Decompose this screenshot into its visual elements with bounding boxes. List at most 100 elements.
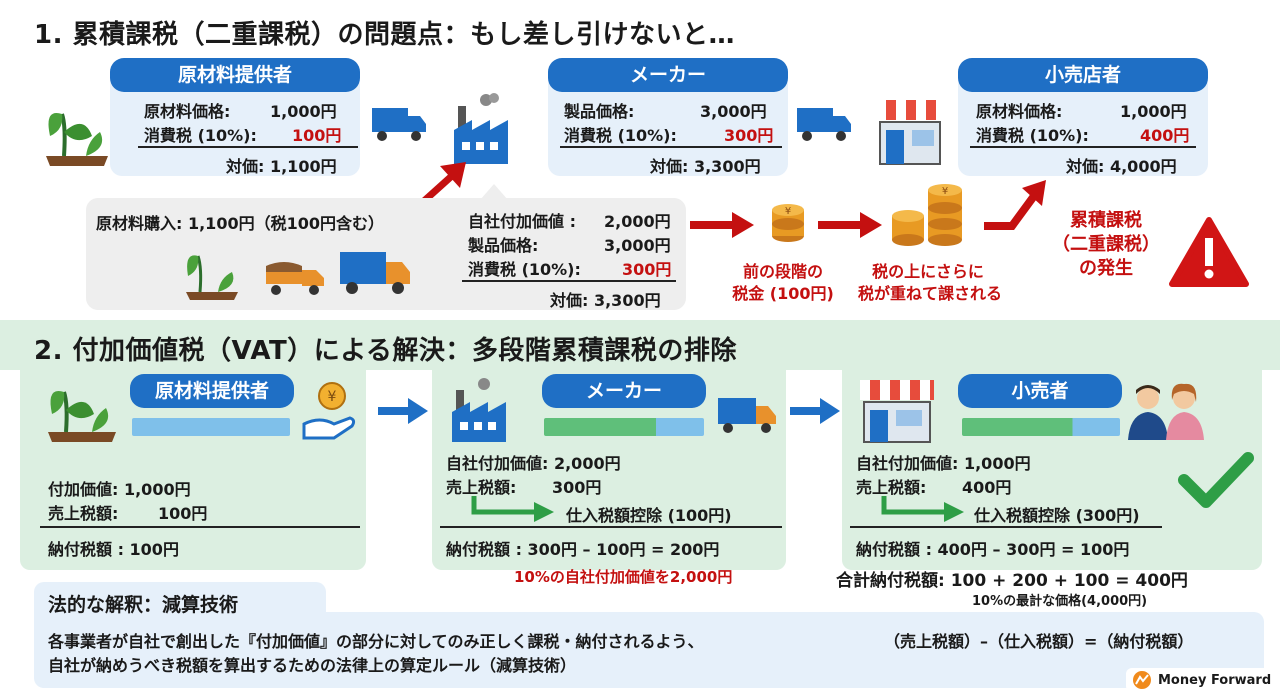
factory-icon	[454, 93, 508, 164]
legal-line1: 各事業者が自社で創出した『付加価値』の部分に対してのみ正しく課税・納付されるよう…	[48, 632, 704, 651]
red-arrow-right-1	[690, 212, 754, 238]
purchase-tax: 300円	[622, 260, 672, 279]
svg-text:¥: ¥	[328, 389, 337, 405]
vat-maker-pill: メーカー	[542, 374, 706, 408]
warning-icon	[1169, 217, 1249, 287]
factory-icon-2	[452, 378, 506, 442]
supplier-price-label: 原材料価格:	[144, 102, 231, 121]
coin-caption-1b: 税金 (100円)	[732, 284, 834, 303]
green-arrow-1	[471, 496, 554, 522]
brand-logo: Money Forward	[1126, 668, 1278, 692]
vat-total-note: 10%の最計な価格(4,000円)	[972, 594, 1148, 609]
section2-band	[0, 320, 1280, 370]
shop-icon	[876, 100, 944, 165]
coin-caption-2a: 税の上にさらに	[872, 262, 984, 281]
maker-price-label: 製品価格:	[564, 102, 635, 121]
purchase-added-label: 自社付加価値 :	[468, 212, 576, 231]
vat-supplier-tax: 100円	[158, 504, 208, 523]
vat-total-payment: 合計納付税額: 100 + 200 + 100 = 400円	[836, 571, 1188, 591]
vat-retailer-deduction: 仕入税額控除 (300円)	[974, 506, 1140, 525]
plant-icon	[46, 112, 108, 166]
vat-supplier-rule	[40, 526, 360, 528]
blue-arrow-2	[790, 398, 840, 424]
maker-rule	[560, 146, 782, 148]
purchase-tax-label: 消費税 (10%):	[468, 260, 581, 279]
maker-total: 対価: 3,300円	[650, 157, 761, 176]
truck-icon-3	[340, 252, 410, 294]
checkmark-icon	[1178, 452, 1254, 508]
vat-retailer-pill: 小売者	[958, 374, 1122, 408]
result-line-1: 累積課税	[1070, 210, 1142, 231]
retailer-rule	[970, 146, 1196, 148]
vat-retailer-tax: 400円	[962, 478, 1012, 497]
legal-tab	[34, 582, 326, 624]
vat-maker-tax-label: 売上税額:	[446, 478, 517, 497]
truck-icon-4	[718, 398, 776, 433]
truck-icon	[372, 108, 426, 141]
purchase-rule	[462, 280, 676, 282]
vat-retailer-tax-label: 売上税額:	[856, 478, 927, 497]
svg-text:¥: ¥	[785, 206, 791, 217]
coin-stack-icon: ¥	[772, 204, 804, 242]
vat-supplier-added-value: 付加価値: 1,000円	[48, 480, 191, 499]
vat-maker-tax: 300円	[552, 478, 602, 497]
retailer-pill: 小売店者	[958, 58, 1208, 92]
vat-supplier-pill: 原材料提供者	[130, 374, 294, 408]
svg-text:¥: ¥	[942, 186, 948, 197]
green-arrow-2	[881, 496, 964, 522]
vat-retailer-rule	[850, 526, 1162, 528]
money-forward-logo-icon	[1133, 671, 1151, 689]
vat-maker-bar	[544, 418, 704, 436]
maker-pill: メーカー	[548, 58, 788, 92]
purchase-pointer	[480, 184, 508, 200]
supplier-pill: 原材料提供者	[110, 58, 360, 92]
maker-tax: 300円	[724, 126, 774, 145]
supplier-total: 対価: 1,100円	[226, 157, 337, 176]
vat-maker-added-value: 自社付加価値: 2,000円	[446, 454, 621, 473]
vat-supplier-tax-label: 売上税額:	[48, 504, 119, 523]
legal-title: 法的な解釈：減算技術	[48, 594, 239, 616]
vat-retailer-payment: 納付税額 : 400円 – 300円 = 100円	[856, 540, 1130, 559]
purchase-added-value: 2,000円	[604, 212, 671, 231]
purchase-text: 原材料購入: 1,100円（税100円含む）	[96, 214, 384, 233]
result-line-2: （二重課税）	[1052, 234, 1160, 255]
retailer-price: 1,000円	[1120, 102, 1187, 121]
hand-coin-icon: ¥	[302, 382, 356, 440]
vat-maker-payment: 納付税額 : 300円 – 100円 = 200円	[446, 540, 720, 559]
blue-arrow-1	[378, 398, 428, 424]
coin-caption-2b: 税が重ねて課される	[857, 284, 1002, 303]
truck-icon-2	[797, 108, 851, 141]
coin-stacks-icon: ¥	[892, 184, 962, 246]
retailer-price-label: 原材料価格:	[976, 102, 1063, 121]
section1-title: 1. 累積課税（二重課税）の問題点：もし差し引けないと…	[34, 20, 736, 50]
vat-supplier-payment: 納付税額 : 100円	[48, 540, 179, 559]
plant-icon-small	[186, 255, 238, 300]
brand-name: Money Forward	[1158, 672, 1272, 688]
supplier-tax-label: 消費税 (10%):	[144, 126, 257, 145]
section2-title: 2. 付加価値税（VAT）による解決：多段階累積課税の排除	[34, 336, 737, 366]
legal-line2: 自社が納めうべき税額を算出するための法律上の算定ルール（減算技術）	[48, 656, 577, 675]
shop-icon-2	[860, 380, 934, 443]
maker-price: 3,000円	[700, 102, 767, 121]
retailer-tax: 400円	[1140, 126, 1190, 145]
supplier-tax: 100円	[292, 126, 342, 145]
vat-supplier-bar	[132, 418, 290, 436]
vat-maker-deduction: 仕入税額控除 (100円)	[566, 506, 732, 525]
red-arrow-right-2	[818, 212, 882, 238]
vat-maker-rule	[440, 526, 782, 528]
coin-caption-1a: 前の段階の	[742, 262, 823, 281]
plant-icon-2	[48, 390, 116, 442]
maker-tax-label: 消費税 (10%):	[564, 126, 677, 145]
retailer-total: 対価: 4,000円	[1066, 157, 1177, 176]
purchase-price-label: 製品価格:	[468, 236, 539, 255]
purchase-price: 3,000円	[604, 236, 671, 255]
legal-box	[34, 612, 1264, 688]
supplier-rule	[138, 146, 358, 148]
customers-icon	[1128, 383, 1204, 440]
vat-maker-note: 10%の自社付加価値を2,000円	[514, 568, 733, 586]
legal-formula: （売上税額）–（仕入税額）=（納付税額）	[884, 632, 1194, 651]
vat-retailer-added-value: 自社付加価値: 1,000円	[856, 454, 1031, 473]
dump-truck-icon	[266, 262, 324, 295]
result-line-3: の発生	[1079, 258, 1133, 279]
supplier-price: 1,000円	[270, 102, 337, 121]
